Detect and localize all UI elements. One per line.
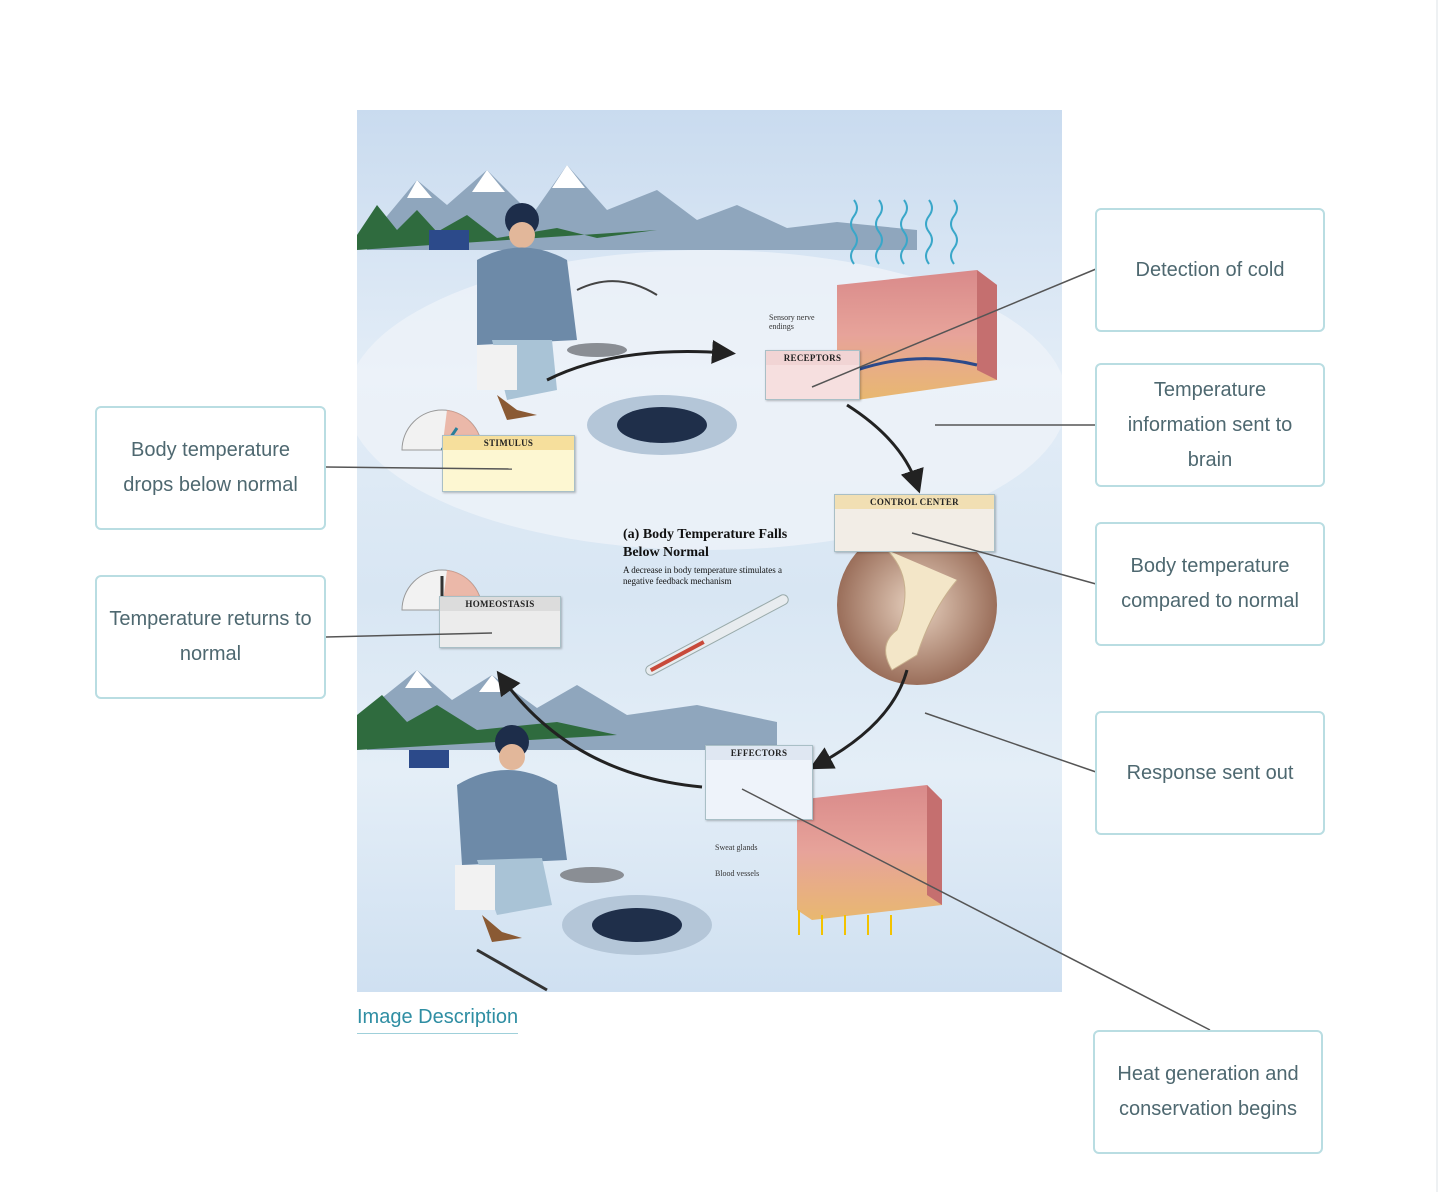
caption-title: (a) Body Temperature Falls Below Normal — [623, 527, 788, 560]
skin-effectors — [797, 785, 942, 935]
answer-box-response-sent-out[interactable]: Response sent out — [1095, 711, 1325, 835]
page-divider — [1436, 0, 1438, 1192]
answer-text: Temperature returns to normal — [109, 608, 312, 665]
answer-box-compared-to-normal[interactable]: Body temperature compared to normal — [1095, 522, 1325, 646]
blood-vessels-text: Blood vessels — [715, 869, 760, 878]
sweat-glands-text: Sweat glands — [715, 843, 758, 852]
stimulus-box: STIMULUS — [442, 435, 575, 492]
answer-text: Heat generation and conservation begins — [1117, 1063, 1299, 1120]
receptors-box: RECEPTORS — [765, 350, 860, 400]
homeostasis-label: HOMEOSTASIS — [440, 597, 560, 611]
answer-box-returns-to-normal[interactable]: Temperature returns to normal — [95, 575, 326, 699]
sensory-nerve-endings-text: Sensory nerve endings — [769, 313, 815, 331]
control-center-label: CONTROL CENTER — [835, 495, 994, 509]
feedback-arrows — [496, 339, 924, 789]
caption-description: A decrease in body temperature stimulate… — [623, 565, 782, 586]
figure-caption: (a) Body Temperature Falls Below Normal … — [623, 526, 813, 587]
answer-box-detection-of-cold[interactable]: Detection of cold — [1095, 208, 1325, 332]
answer-box-info-sent-to-brain[interactable]: Temperature information sent to brain — [1095, 363, 1325, 487]
effectors-label: EFFECTORS — [706, 746, 812, 760]
answer-box-drops-below-normal[interactable]: Body temperature drops below normal — [95, 406, 326, 530]
answer-text: Detection of cold — [1135, 258, 1285, 281]
answer-box-heat-generation[interactable]: Heat generation and conservation begins — [1093, 1030, 1323, 1154]
ice-hut-bottom — [409, 750, 449, 768]
homeostasis-figure: RECEPTORS STIMULUS CONTROL CENTER HOMEOS… — [357, 110, 1062, 992]
receptors-label: RECEPTORS — [766, 351, 859, 365]
answer-text: Temperature information sent to brain — [1127, 378, 1293, 471]
image-description-link[interactable]: Image Description — [357, 1004, 519, 1034]
fisherman-bottom — [455, 725, 624, 992]
mountains-bottom — [357, 670, 777, 750]
answer-text: Response sent out — [1126, 761, 1294, 784]
stimulus-label: STIMULUS — [443, 436, 574, 450]
ice-hut — [429, 230, 469, 250]
answer-text: Body temperature drops below normal — [123, 439, 298, 496]
answer-text: Body temperature compared to normal — [1121, 555, 1299, 612]
homeostasis-box: HOMEOSTASIS — [439, 596, 561, 648]
control-center-box: CONTROL CENTER — [834, 494, 995, 552]
fisherman-top — [477, 203, 658, 420]
effectors-box: EFFECTORS — [705, 745, 813, 820]
thermometer-illustration — [645, 594, 789, 676]
